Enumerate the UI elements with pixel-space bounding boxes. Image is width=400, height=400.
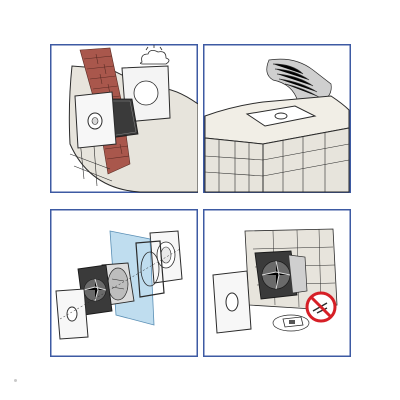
panel-wall-mounting	[50, 44, 198, 193]
wall-mounting-illustration	[50, 44, 198, 193]
panel-usage-warning	[203, 209, 351, 357]
panel-exploded-assembly	[50, 209, 198, 357]
front-cover-warning	[212, 270, 252, 334]
ceiling-fan-cover	[245, 105, 317, 127]
ceiling-mounting-illustration	[203, 44, 351, 193]
frame-ring	[135, 240, 165, 298]
no-spray-icon	[305, 291, 337, 323]
usage-warning-illustration	[203, 209, 351, 357]
rear-duct-collar	[149, 230, 183, 284]
assembly-axis	[59, 248, 181, 320]
ceiling-tile-lines	[204, 132, 350, 192]
flexible-duct	[266, 58, 332, 103]
cloud-rain-icon	[140, 45, 170, 65]
corner-dot	[14, 379, 17, 382]
mounting-plate	[121, 65, 171, 123]
panel-ceiling-mounting	[203, 44, 351, 193]
front-cover	[74, 91, 117, 149]
wall-fan-motor	[254, 250, 308, 300]
exploded-assembly-illustration	[50, 209, 198, 357]
spray-bottle-detail	[272, 314, 310, 332]
front-cover-exploded	[55, 288, 89, 340]
fan-blade-housing	[77, 264, 113, 316]
